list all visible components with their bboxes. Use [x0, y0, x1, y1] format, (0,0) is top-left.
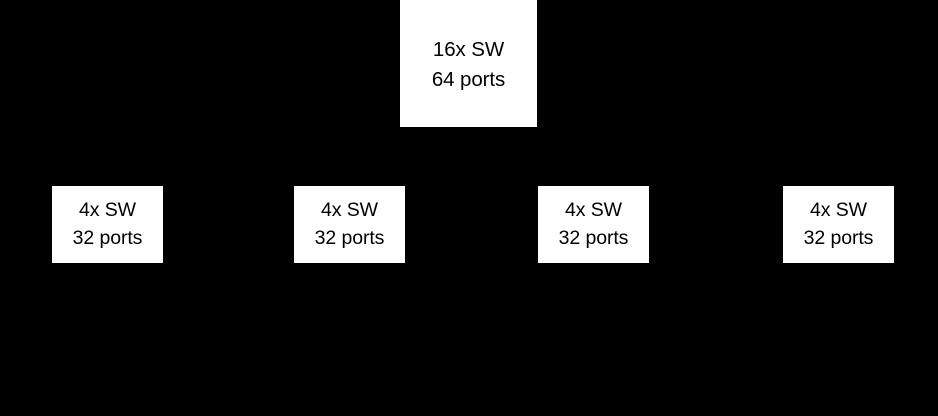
leaf-3-switch-count-label: 4x SW	[565, 198, 622, 221]
spine-switch-count-label: 16x SW	[432, 37, 505, 61]
spine-switch-node[interactable]: 16x SW 64 ports	[400, 0, 537, 127]
leaf-1-switch-count-label: 4x SW	[79, 198, 136, 221]
link-spine-to-leaf-3	[481, 124, 592, 195]
leaf-4-port-count-label: 32 ports	[803, 226, 874, 249]
leaf-switch-node-2[interactable]: 4x SW 32 ports	[294, 186, 405, 263]
leaf-switch-node-4[interactable]: 4x SW 32 ports	[783, 186, 894, 263]
link-spine-to-leaf-1	[100, 122, 430, 196]
leaf-2-switch-count-label: 4x SW	[321, 198, 378, 221]
leaf-3-port-count-label: 32 ports	[558, 226, 629, 249]
leaf-switch-node-3[interactable]: 4x SW 32 ports	[538, 186, 649, 263]
link-spine-to-leaf-2	[345, 124, 460, 195]
leaf-switch-node-1[interactable]: 4x SW 32 ports	[52, 186, 163, 263]
leaf-4-switch-count-label: 4x SW	[810, 198, 867, 221]
leaf-2-port-count-label: 32 ports	[314, 226, 385, 249]
link-spine-to-leaf-4	[511, 122, 841, 196]
leaf-1-port-count-label: 32 ports	[72, 226, 143, 249]
spine-port-count-label: 64 ports	[431, 68, 506, 91]
